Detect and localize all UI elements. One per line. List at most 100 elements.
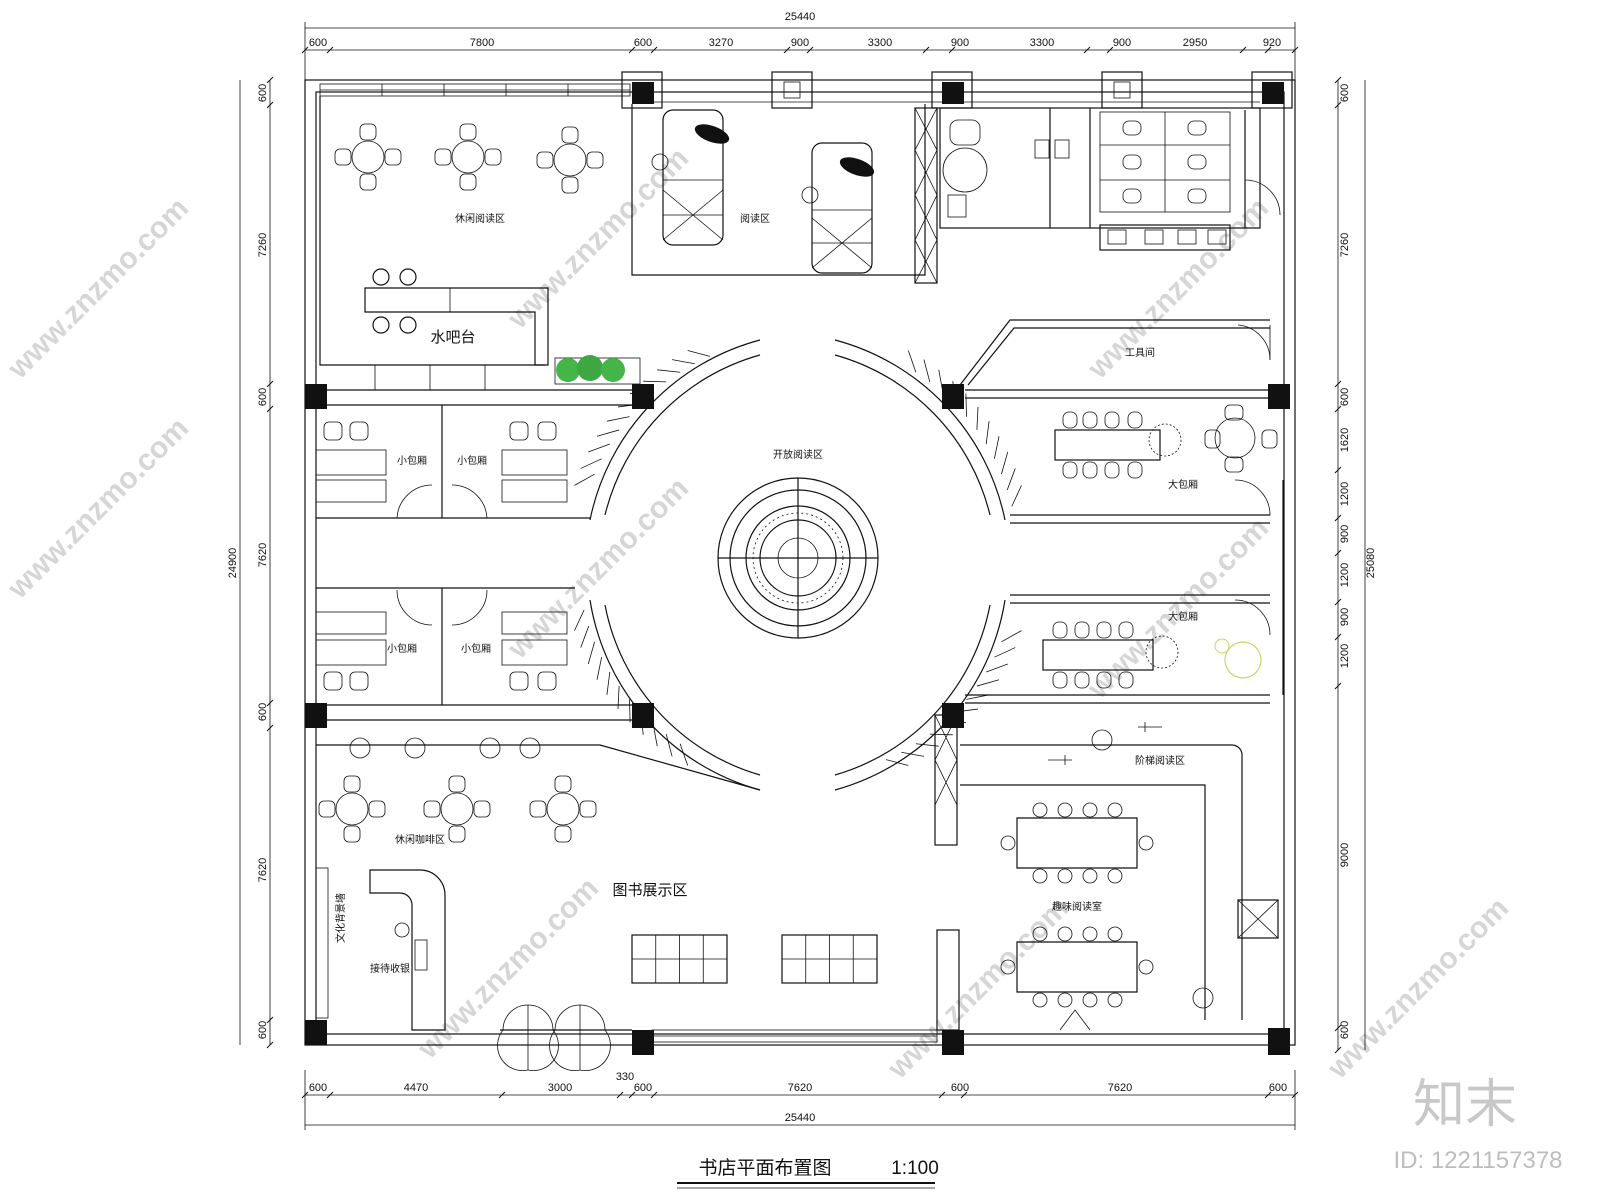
drawing-title-text: 书店平面布置图	[698, 1157, 831, 1179]
dim-top-seg: 600	[634, 37, 652, 49]
toilet-icon	[1122, 154, 1142, 170]
dim-tick	[948, 46, 956, 54]
dim-tick	[326, 46, 334, 54]
dimension-right: 25080 600 7260 600 1620 1200 900 1200 90…	[1334, 76, 1377, 1054]
truss-brace	[952, 381, 956, 405]
chair-icon	[1096, 621, 1112, 639]
dim-right-seg: 600	[1339, 84, 1351, 102]
dim-right-seg: 1620	[1339, 428, 1351, 452]
figure-icon	[694, 124, 730, 144]
dim-tick	[301, 46, 309, 54]
truss-brace	[630, 392, 654, 394]
dim-tick	[806, 46, 814, 54]
dim-tick	[266, 1016, 274, 1024]
truss-brace	[643, 380, 667, 383]
watermark-text: www.znzmo.com	[1, 412, 195, 606]
dim-tick	[922, 46, 930, 54]
zone-leisure-cafe: 休闲咖啡区	[316, 737, 761, 846]
column	[305, 703, 327, 728]
truss-brace	[923, 359, 931, 382]
brand-logo: 知末	[1413, 1075, 1517, 1135]
truss-brace	[976, 679, 1000, 687]
truss-brace	[606, 671, 611, 695]
dim-left-seg: 600	[257, 703, 269, 721]
room-label-open-reading: 开放阅读区	[773, 448, 823, 461]
chair-icon	[1032, 992, 1048, 1008]
chair-icon	[1107, 868, 1123, 884]
brand-id: ID: 1221157378	[1393, 1147, 1562, 1174]
chair-icon	[1107, 802, 1123, 818]
dim-tick	[960, 1091, 968, 1099]
person-icon	[394, 922, 410, 938]
dim-bottom-seg: 7620	[1108, 1082, 1132, 1094]
dim-top-total: 25440	[785, 11, 816, 23]
dim-left-seg: 600	[257, 84, 269, 102]
watermark-text: www.znzmo.com	[1081, 512, 1275, 706]
column	[1113, 81, 1131, 99]
truss-brace	[985, 421, 990, 445]
truss-brace	[986, 663, 1008, 673]
dim-tick	[1334, 101, 1342, 109]
person-icon	[1192, 987, 1214, 1009]
truss-brace	[574, 473, 595, 486]
zone-restrooms	[939, 107, 1281, 251]
dim-left-seg: 7620	[257, 858, 269, 882]
dim-top-seg: 900	[791, 37, 809, 49]
zone-book-display: 图书展示区	[612, 881, 960, 1031]
watermark-text: www.znzmo.com	[881, 892, 1075, 1086]
truss-brace	[587, 641, 595, 665]
zone-large-room-1: 大包厢	[1010, 404, 1284, 695]
chair-icon	[579, 800, 597, 818]
table-icon	[553, 143, 587, 177]
chair-icon	[459, 173, 477, 191]
plant-icon	[601, 358, 625, 382]
chair-icon	[1062, 411, 1078, 429]
dim-bottom-total: 25440	[785, 1112, 816, 1124]
truss-brace	[885, 759, 909, 766]
urinal-icon	[1034, 139, 1050, 159]
dimension-bottom: 600 4470 3000 330 600 7620 600 7620 600 …	[301, 1070, 1299, 1130]
table-icon	[451, 140, 485, 174]
dim-tick	[498, 1091, 506, 1099]
truss-brace	[606, 416, 630, 422]
dim-tick	[1334, 682, 1342, 690]
chair-icon	[1096, 671, 1112, 689]
dim-bottom-seg: 600	[309, 1082, 327, 1094]
chair-icon	[1057, 868, 1073, 884]
dim-bottom-seg: 4470	[404, 1082, 428, 1094]
drawing-title: 书店平面布置图 1:100	[677, 1157, 939, 1189]
truss-brace	[993, 436, 1000, 459]
chair-icon	[1057, 802, 1073, 818]
dim-tick	[266, 1041, 274, 1049]
figure-icon	[839, 157, 875, 177]
zone-leisure-reading: 休闲阅读区 水吧台	[319, 96, 641, 390]
toilet-icon	[1187, 188, 1207, 204]
chair-icon	[343, 825, 361, 843]
truss-brace	[965, 393, 967, 417]
dim-tick	[1334, 76, 1342, 84]
dim-tick	[326, 1091, 334, 1099]
toilet-icon	[1122, 188, 1142, 204]
person-icon	[404, 737, 426, 759]
truss-brace	[976, 406, 979, 430]
dim-bottom-seg: 3000	[548, 1082, 572, 1094]
dim-tick	[1239, 46, 1247, 54]
dim-right-seg: 600	[1339, 1021, 1351, 1039]
chair-icon	[1082, 926, 1098, 942]
chair-icon	[1057, 926, 1073, 942]
dim-top-seg: 7800	[470, 37, 494, 49]
chair-icon	[561, 126, 579, 144]
truss-brace	[1001, 630, 1022, 643]
chair-icon	[423, 800, 441, 818]
column	[632, 384, 654, 409]
dim-left-seg: 7260	[257, 233, 269, 257]
chair-icon	[459, 123, 477, 141]
dim-right-seg: 900	[1339, 525, 1351, 543]
room-label-leisure-cafe: 休闲咖啡区	[395, 833, 445, 846]
truss-brace	[617, 403, 641, 408]
dim-left-seg: 600	[257, 388, 269, 406]
truss-brace	[580, 625, 590, 648]
zone-large-room-2: 大包厢	[965, 594, 1271, 704]
truss-brace	[929, 733, 953, 736]
dim-tick	[1106, 46, 1114, 54]
